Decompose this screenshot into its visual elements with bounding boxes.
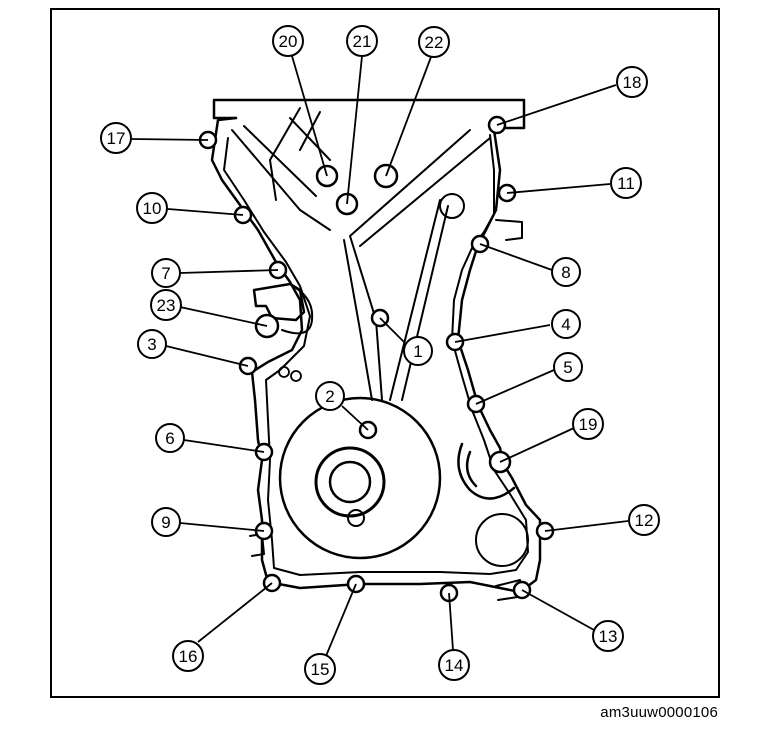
callout-15: 15	[304, 653, 336, 685]
callout-4: 4	[551, 309, 581, 339]
leader-10	[167, 208, 244, 216]
right-tab	[495, 219, 523, 241]
small-hole-a	[278, 366, 290, 378]
callout-9-label: 9	[161, 513, 170, 532]
callout-20-label: 20	[279, 32, 298, 51]
callout-22: 22	[418, 26, 450, 58]
callout-8-label: 8	[561, 263, 570, 282]
rib-right	[349, 129, 491, 401]
callout-1-label: 1	[413, 342, 422, 361]
leader-4	[454, 324, 551, 343]
leader-7	[179, 269, 279, 274]
callout-5-label: 5	[563, 358, 572, 377]
callout-19: 19	[572, 408, 604, 440]
callout-6-label: 6	[165, 429, 174, 448]
callout-1: 1	[403, 336, 433, 366]
callout-23: 23	[150, 289, 182, 321]
leader-15	[325, 583, 357, 657]
leader-8	[479, 243, 553, 271]
callout-18: 18	[616, 66, 648, 98]
leader-3	[165, 345, 249, 367]
leader-22	[385, 56, 432, 177]
callout-7: 7	[151, 258, 181, 288]
callout-4-label: 4	[561, 315, 570, 334]
callout-12: 12	[628, 504, 660, 536]
callout-18-label: 18	[623, 73, 642, 92]
leader-6	[183, 439, 265, 453]
callout-13-label: 13	[599, 627, 618, 646]
crank-hub	[314, 446, 386, 518]
callout-16: 16	[172, 640, 204, 672]
upper-right-hole	[439, 193, 465, 219]
small-hole-b	[290, 370, 302, 382]
callout-6: 6	[155, 423, 185, 453]
leader-1	[379, 317, 405, 343]
figure-code: am3uuw0000106	[600, 704, 718, 721]
sensor-bracket	[252, 282, 306, 322]
callout-2: 2	[315, 381, 345, 411]
callout-23-label: 23	[157, 296, 176, 315]
bolt-group	[198, 115, 555, 603]
callout-16-label: 16	[179, 647, 198, 666]
callout-10-label: 10	[143, 199, 162, 218]
leader-9	[179, 522, 265, 532]
leader-2	[341, 405, 369, 431]
callout-14: 14	[438, 649, 470, 681]
callout-22-label: 22	[425, 33, 444, 52]
callout-11-label: 11	[617, 174, 635, 193]
callout-5: 5	[553, 352, 583, 382]
crank-key-hole	[347, 509, 365, 527]
leader-19	[499, 427, 575, 463]
crank-hub-inner	[328, 460, 372, 504]
callout-20: 20	[272, 25, 304, 57]
callout-17-label: 17	[107, 129, 126, 148]
callout-3-label: 3	[147, 335, 156, 354]
leader-17	[131, 138, 209, 141]
leader-18	[496, 84, 617, 126]
leader-23	[179, 306, 268, 327]
leader-21	[346, 55, 363, 205]
callout-21-label: 21	[353, 32, 372, 51]
leader-20	[291, 55, 328, 177]
crank-opening	[278, 396, 442, 560]
cover-outline	[210, 116, 542, 594]
leader-14	[448, 592, 454, 651]
callout-3: 3	[137, 329, 167, 359]
upper-web	[231, 107, 331, 231]
callouts: 1 2 3 4 5 6 7 8 9 10 11 12 13 14 15 16 1…	[100, 25, 660, 685]
callout-14-label: 14	[445, 656, 464, 675]
leader-lines	[131, 55, 629, 657]
leader-11	[506, 183, 611, 194]
callout-11: 11	[610, 167, 642, 199]
callout-7-label: 7	[161, 264, 170, 283]
callout-2-label: 2	[325, 387, 334, 406]
leader-16	[197, 582, 273, 643]
lower-right-boss	[475, 513, 529, 567]
callout-17: 17	[100, 122, 132, 154]
callout-19-label: 19	[579, 415, 598, 434]
callout-13: 13	[592, 620, 624, 652]
callout-9: 9	[151, 507, 181, 537]
callout-15-label: 15	[311, 660, 330, 679]
tensioner-bracket	[457, 442, 516, 500]
cover-top-rail	[212, 98, 526, 130]
leader-12	[544, 520, 629, 532]
callout-10: 10	[136, 192, 168, 224]
leader-5	[475, 369, 555, 405]
callout-8: 8	[551, 257, 581, 287]
leader-13	[521, 589, 595, 631]
sensor-arc	[281, 287, 314, 335]
callout-21: 21	[346, 25, 378, 57]
callout-12-label: 12	[635, 511, 654, 530]
gasket-line	[223, 134, 529, 576]
